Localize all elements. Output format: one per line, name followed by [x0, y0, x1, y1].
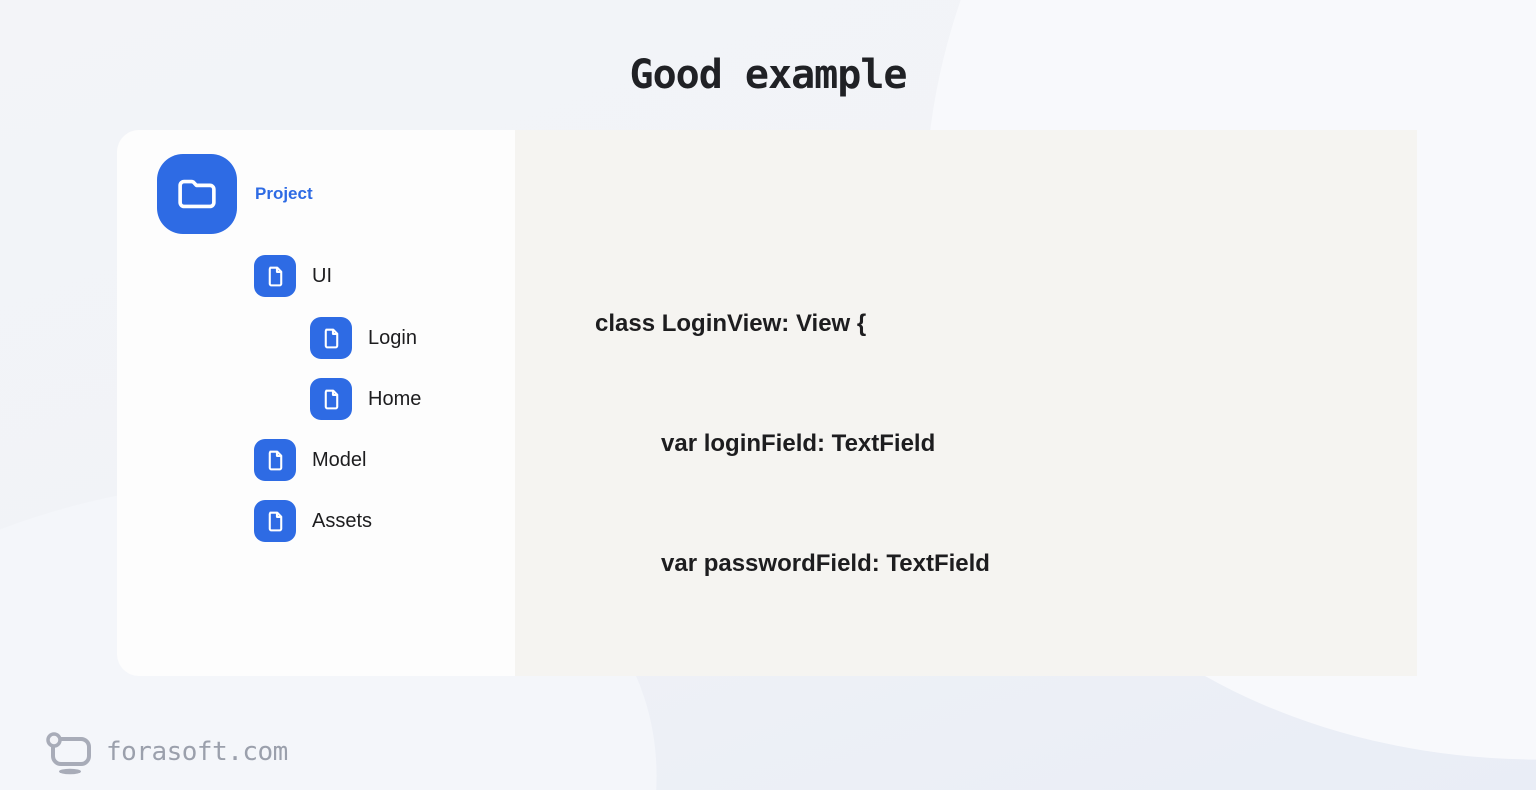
tree-node-label: Login: [368, 326, 417, 349]
folder-icon: [157, 154, 237, 234]
tree-node-label: Project: [255, 184, 313, 203]
tree-node-login: Login: [310, 317, 417, 359]
code-line-blank: [595, 664, 1033, 676]
code-block: class LoginView: View { var loginField: …: [595, 224, 1033, 676]
code-line: var passwordField: TextField: [661, 550, 990, 577]
tree-node-ui: UI: [254, 255, 332, 297]
code-line: var loginField: TextField: [661, 430, 936, 457]
tree-node-assets: Assets: [254, 500, 372, 542]
file-icon: [310, 378, 352, 420]
forasoft-logo-icon: [40, 728, 96, 776]
example-card: Project UI Login: [117, 130, 1417, 676]
tree-node-label: UI: [312, 264, 332, 287]
tree-node-label: Home: [368, 387, 422, 410]
tree-node-label: Model: [312, 448, 367, 471]
file-icon: [254, 439, 296, 481]
code-line: class LoginView: View {: [595, 310, 867, 337]
brand-url: forasoft.com: [106, 737, 288, 767]
file-tree-sidebar: Project UI Login: [117, 130, 515, 676]
file-icon: [254, 255, 296, 297]
code-panel: class LoginView: View { var loginField: …: [515, 130, 1417, 676]
tree-node-project: Project: [157, 154, 313, 234]
file-icon: [310, 317, 352, 359]
brand-footer: forasoft.com: [40, 728, 288, 776]
tree-node-home: Home: [310, 378, 421, 420]
tree-node-model: Model: [254, 439, 366, 481]
page-title: Good example: [629, 52, 908, 98]
tree-node-label: Assets: [312, 509, 373, 532]
file-icon: [254, 500, 296, 542]
